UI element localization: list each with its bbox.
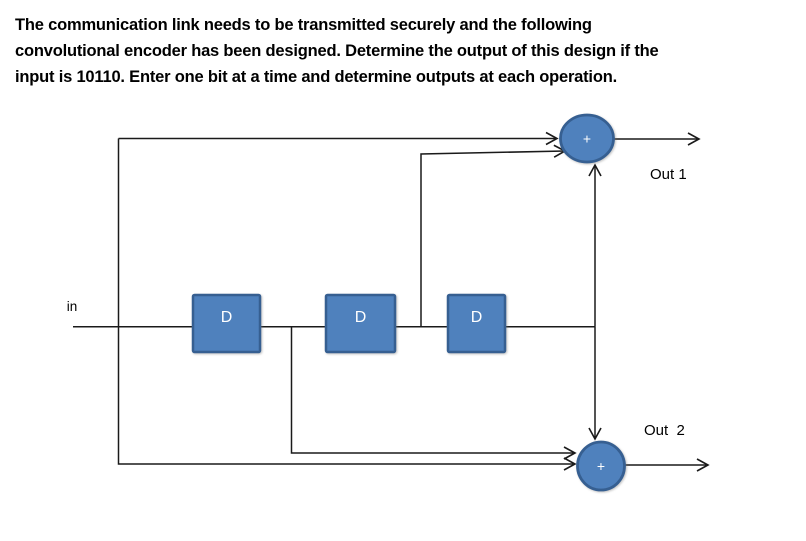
delay-block-3: D	[446, 293, 507, 354]
wire-d1-tap-to-adder2	[290, 326, 577, 460]
output-2-label: Out 2	[644, 422, 685, 439]
delay-block-1-box	[191, 293, 262, 354]
delay-block-2-box	[324, 293, 397, 354]
output-1-label: Out 1	[650, 166, 687, 183]
wire-d2-tap-to-adder1	[420, 144, 567, 327]
wire-input-tap-to-adder2	[117, 138, 577, 471]
delay-block-1: D	[191, 293, 262, 354]
delay-block-2-label: D	[355, 309, 367, 326]
delay-block-1-label: D	[221, 309, 233, 326]
adder-2-plus: +	[597, 458, 605, 474]
adder-1-plus: +	[583, 131, 591, 147]
problem-line-2: convolutional encoder has been designed.…	[15, 42, 659, 60]
adder-1: +	[559, 113, 615, 164]
problem-line-3: input is 10110. Enter one bit at a time …	[15, 68, 617, 86]
adder-2: +	[576, 440, 626, 492]
delay-block-3-box	[446, 293, 507, 354]
delay-block-3-label: D	[471, 309, 483, 326]
problem-statement: The communication link needs to be trans…	[15, 12, 795, 90]
problem-line-1: The communication link needs to be trans…	[15, 16, 592, 34]
adder-1-circle	[559, 113, 615, 164]
delay-block-2: D	[324, 293, 397, 354]
input-label: in	[67, 299, 78, 314]
adder-2-circle	[576, 440, 626, 492]
